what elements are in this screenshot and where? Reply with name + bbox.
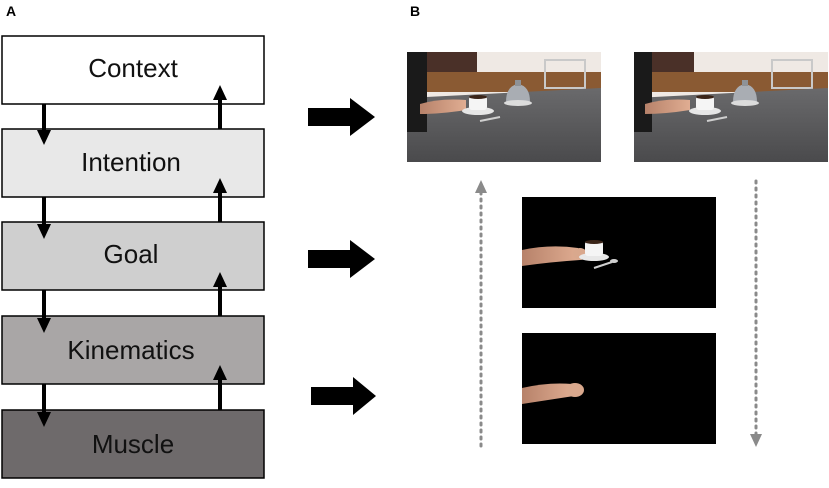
context-photo-2 — [634, 52, 828, 162]
panel-label-a: A — [6, 3, 16, 19]
vertical-arrow-icon — [37, 384, 51, 427]
vertical-arrow-icon — [37, 290, 51, 333]
vertical-arrow-icon — [213, 178, 227, 222]
level-context: Context — [1, 35, 265, 105]
level-label: Goal — [104, 239, 159, 269]
vertical-arrow-icon — [213, 272, 227, 316]
vertical-arrow-icon — [213, 85, 227, 129]
up-arrows — [213, 85, 227, 410]
down-arrows — [37, 104, 51, 427]
cup-shape — [696, 96, 714, 110]
level-label: Context — [88, 53, 178, 83]
dotted-arrow-icon — [475, 180, 487, 448]
right-arrow-icon — [308, 240, 375, 278]
level-label: Intention — [81, 147, 181, 177]
right-arrow-icon — [308, 98, 375, 136]
panel-label-b: B — [410, 3, 420, 19]
vertical-arrow-icon — [37, 104, 51, 145]
level-label: Muscle — [92, 429, 174, 459]
kinematics-photo — [522, 333, 716, 444]
dotted-arrow-icon — [750, 179, 762, 447]
goal-photo — [522, 197, 716, 308]
level-label: Kinematics — [67, 335, 194, 365]
vertical-arrow-icon — [37, 197, 51, 239]
cup-shape — [585, 241, 603, 256]
cup-shape — [469, 96, 487, 110]
vertical-arrow-icon — [213, 365, 227, 410]
context-photo-1 — [407, 52, 601, 162]
right-arrow-icon — [311, 377, 376, 415]
